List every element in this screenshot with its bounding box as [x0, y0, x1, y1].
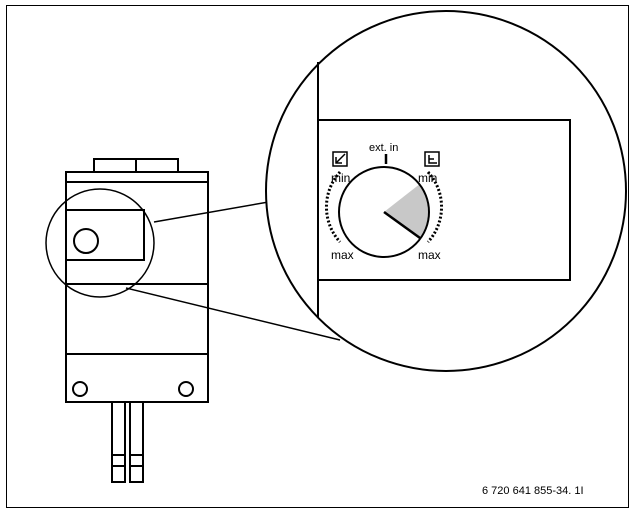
- dial-pointer: [383, 210, 421, 240]
- diagonal-curve-icon: [332, 151, 348, 167]
- zoom-leader-lines: [125, 199, 341, 341]
- dial-knob: [338, 166, 430, 258]
- left-scale-arc: [325, 170, 342, 244]
- dial-shaded-sector: [384, 184, 429, 238]
- figure-frame: [6, 5, 629, 508]
- left-max-label: max: [331, 248, 354, 262]
- zoom-panel: [317, 62, 571, 318]
- right-max-label: max: [418, 248, 441, 262]
- ext-in-label: ext. in: [369, 142, 398, 154]
- right-min-label: min: [418, 171, 437, 185]
- unit-control-window: [65, 209, 145, 261]
- flat-curve-icon: [424, 151, 440, 167]
- zoom-source-circle: [45, 188, 155, 298]
- control-unit: [65, 158, 209, 483]
- right-scale-arc: [426, 170, 443, 244]
- left-min-label: min: [331, 171, 350, 185]
- figure-code: 6 720 641 855-34. 1I: [482, 485, 584, 497]
